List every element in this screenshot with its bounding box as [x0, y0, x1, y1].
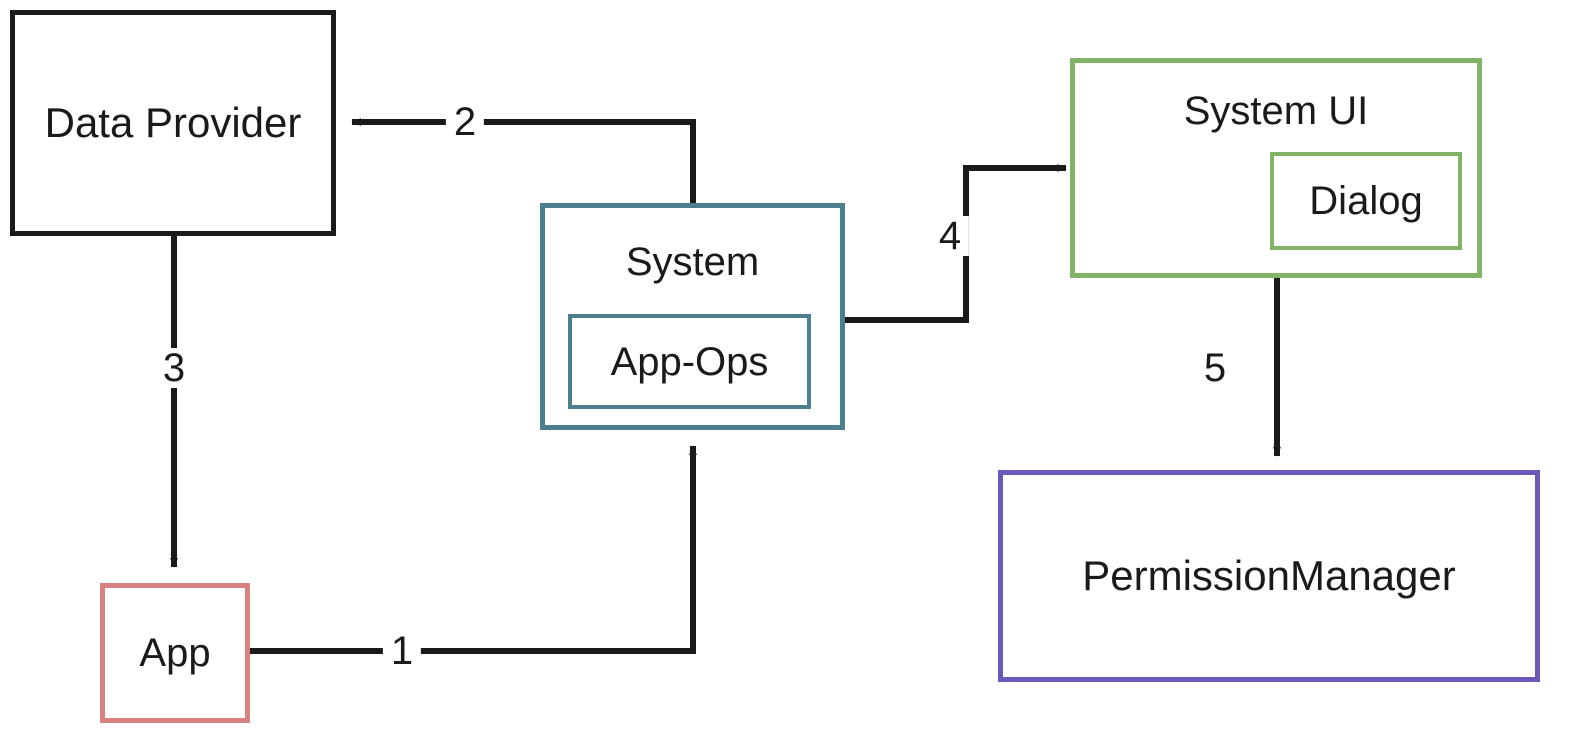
edge-label-4: 4	[930, 216, 970, 256]
node-system-ui-label: System UI	[1183, 89, 1369, 133]
node-permission-manager[interactable]: PermissionManager	[998, 470, 1540, 682]
node-data-provider[interactable]: Data Provider	[10, 10, 336, 236]
edge-label-2: 2	[445, 102, 485, 142]
node-app[interactable]: App	[100, 583, 250, 723]
node-dialog[interactable]: Dialog	[1270, 152, 1462, 250]
node-app-ops[interactable]: App-Ops	[568, 314, 811, 409]
node-app-label: App	[139, 631, 211, 675]
node-data-provider-label: Data Provider	[44, 99, 302, 146]
node-app-ops-label: App-Ops	[610, 339, 769, 384]
edge-2-path	[351, 118, 696, 203]
edge-label-5: 5	[1195, 348, 1235, 388]
edge-label-3: 3	[154, 348, 194, 388]
edge-1-path	[250, 445, 697, 654]
edge-label-1: 1	[382, 631, 422, 671]
node-system-label: System	[625, 240, 760, 284]
node-permission-manager-label: PermissionManager	[1082, 552, 1456, 599]
node-dialog-label: Dialog	[1309, 179, 1423, 223]
